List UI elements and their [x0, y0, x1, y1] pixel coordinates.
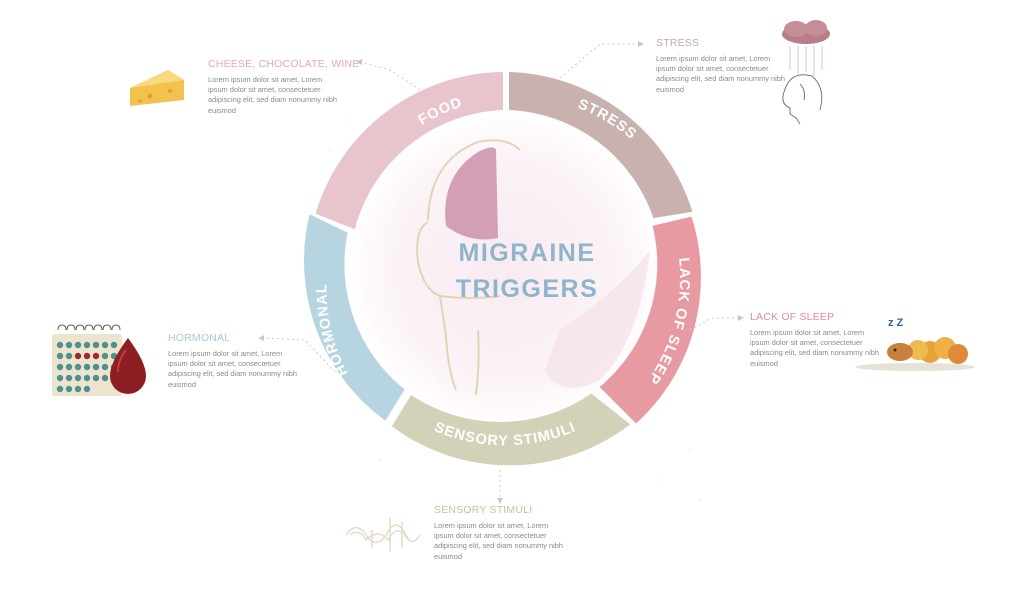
- callout-lack-of-sleep: LACK OF SLEEP Lorem ipsum dolor sit amet…: [750, 311, 880, 369]
- callout-stress-title: STRESS: [656, 37, 700, 49]
- title-line-1: MIGRAINE: [459, 239, 596, 267]
- brain-icon: [445, 147, 498, 240]
- segment-hormonal[interactable]: [304, 214, 405, 421]
- callout-lack-of-sleep-body: Lorem ipsum dolor sit amet, Lorem ipsum …: [750, 328, 879, 368]
- connector-stress: [559, 43, 640, 79]
- segment-food[interactable]: [315, 72, 503, 230]
- connector-lack-of-sleep: [689, 317, 740, 331]
- callout-hormonal: HORMONAL Lorem ipsum dolor sit amet, Lor…: [168, 332, 298, 390]
- moon-icon: [927, 308, 942, 328]
- segment-stress[interactable]: [509, 72, 693, 219]
- sleeping-sheep-icon: z Z: [855, 308, 975, 371]
- callout-lack-of-sleep-title: LACK OF SLEEP: [750, 311, 835, 323]
- pink-wash: [545, 250, 650, 388]
- storm-cloud-head-icon: [782, 20, 830, 125]
- callout-sensory-stimuli-title: SENSORY STIMULI: [434, 504, 533, 516]
- segment-lack-of-sleep[interactable]: [599, 216, 701, 424]
- head-profile-icon: [416, 139, 521, 396]
- callout-sensory-stimuli: SENSORY STIMULI Lorem ipsum dolor sit am…: [434, 504, 564, 562]
- callout-food-body: Lorem ipsum dolor sit amet, Lorem ipsum …: [208, 75, 337, 115]
- callout-stress-body: Lorem ipsum dolor sit amet, Lorem ipsum …: [656, 54, 785, 94]
- callout-hormonal-title: HORMONAL: [168, 332, 231, 344]
- sound-wave-icon: [345, 518, 421, 552]
- cheese-icon: [130, 70, 184, 106]
- calendar-blood-drop-icon: [52, 324, 146, 396]
- title-line-2: TRIGGERS: [456, 275, 599, 303]
- callout-food-title: CHEESE, CHOCOLATE, WINE: [208, 58, 360, 70]
- zz-icon: z Z: [888, 317, 904, 329]
- callout-stress: STRESS Lorem ipsum dolor sit amet, Lorem…: [656, 37, 786, 95]
- callout-food: CHEESE, CHOCOLATE, WINE Lorem ipsum dolo…: [208, 58, 360, 116]
- connector-food: [359, 61, 421, 91]
- callout-hormonal-body: Lorem ipsum dolor sit amet, Lorem ipsum …: [168, 349, 297, 389]
- connectors: [261, 43, 740, 500]
- connector-arrows: [258, 41, 744, 504]
- segment-sensory-stimuli[interactable]: [391, 393, 631, 466]
- callout-sensory-stimuli-body: Lorem ipsum dolor sit amet, Lorem ipsum …: [434, 521, 563, 561]
